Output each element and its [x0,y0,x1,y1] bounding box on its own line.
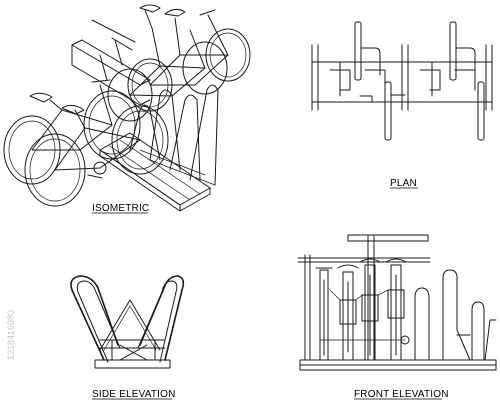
plan-hoops [329,21,485,141]
side-elevation-view: SIDE ELEVATION [70,275,185,400]
isometric-bike-lower-1 [3,79,141,185]
side-elevation-hoops [70,275,185,363]
isometric-rack-base [99,132,211,212]
front-elevation-view: FRONT ELEVATION [297,234,497,400]
isometric-view: ISOMETRIC [3,4,251,214]
side-elevation-base [94,339,171,369]
isometric-upper-tray [71,39,151,106]
plan-view: PLAN [311,21,493,189]
isometric-label: ISOMETRIC [92,203,149,214]
isometric-bike-upper-2 [107,4,228,122]
isometric-rack-hoops [129,84,219,186]
front-bike-4 [385,258,410,361]
isometric-bike-lower-2 [24,104,169,207]
front-bike-3 [359,258,381,361]
front-elevation-hoops [414,269,497,361]
side-elevation-label: SIDE ELEVATION [92,389,176,400]
front-bike-1 [315,267,333,361]
front-elevation-label: FRONT ELEVATION [354,389,449,400]
front-bike-2 [337,264,359,361]
front-elevation-bikes [315,258,410,361]
plan-label: PLAN [390,178,417,189]
stock-id-watermark: 1218416980 [6,310,16,360]
plan-outer-frame [311,44,493,111]
